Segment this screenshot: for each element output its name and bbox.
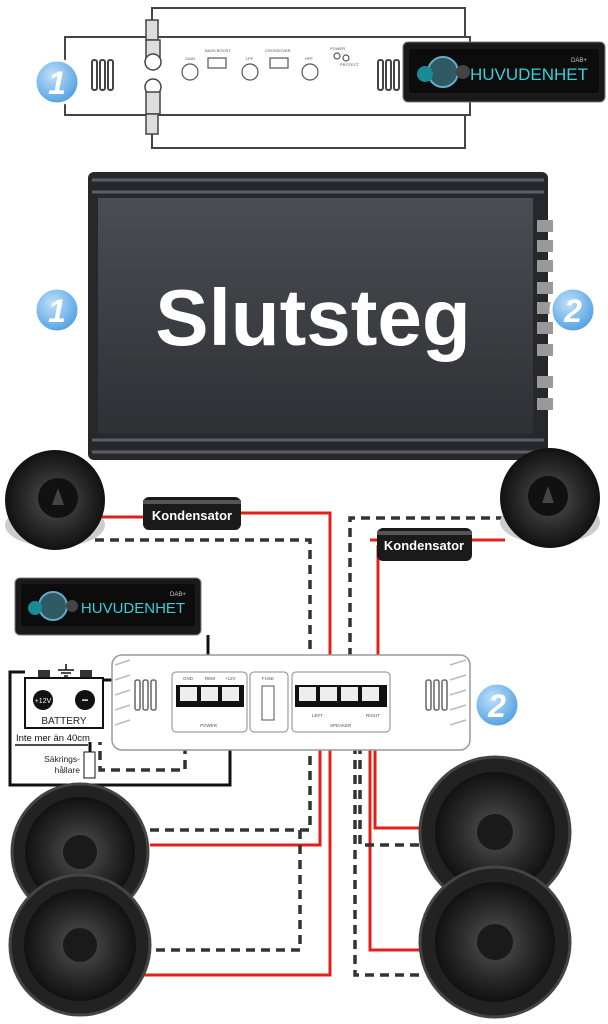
head-unit-top: HUVUDENHET DAB+: [402, 41, 606, 103]
left-label: LEFT: [312, 713, 323, 718]
speaker-rear-left: [8, 873, 152, 1017]
speaker-label: SPEAKER: [330, 723, 352, 728]
amp-wiring-diagram: GND REM +12V POWER FUSE LEFT SPEAKER RIG…: [111, 654, 521, 751]
svg-text:Kondensator: Kondensator: [152, 508, 232, 523]
head-unit-middle: HUVUDENHET DAB+: [14, 577, 202, 636]
svg-text:Kondensator: Kondensator: [384, 538, 464, 553]
badge-2: 2: [549, 286, 597, 334]
badge-2-wiring: 2: [473, 681, 521, 729]
svg-text:HUVUDENHET: HUVUDENHET: [81, 600, 185, 617]
svg-text:DAB+: DAB+: [571, 58, 587, 64]
distance-note: Inte mer än 40cm: [16, 733, 90, 744]
badge-1: 1: [33, 286, 81, 334]
fuse-holder-icon: [83, 751, 96, 779]
battery-positive-label: +12V: [35, 698, 52, 705]
power-label: POWER: [200, 723, 218, 728]
head-unit-display: HUVUDENHET: [470, 65, 588, 84]
gain-label: GAIN: [185, 56, 195, 61]
tweeter-left: [5, 450, 105, 550]
capacitor-left: Kondensator: [143, 497, 241, 530]
protect-led-label: PROTECT: [340, 62, 360, 67]
amplifier-title: Slutsteg: [155, 273, 471, 362]
fuse-label: FUSE: [262, 676, 274, 681]
battery: +12V − BATTERY Inte mer än 40cm Säkrings…: [15, 664, 104, 779]
svg-text:2: 2: [487, 688, 506, 724]
speaker-front-right: [418, 755, 572, 909]
lpf-label: LPF: [246, 56, 254, 61]
fuse-holder-label-1: Säkrings-: [44, 754, 80, 764]
speaker-rear-right: [418, 865, 572, 1019]
battery-negative-label: −: [81, 693, 88, 707]
fuse-holder-label-2: hållare: [54, 765, 80, 775]
amplifier-photo: Slutsteg 1 2: [33, 172, 597, 460]
tweeter-right: [500, 448, 600, 548]
hpf-label: HPF: [305, 56, 314, 61]
svg-text:1: 1: [48, 293, 66, 329]
svg-text:1: 1: [48, 65, 66, 101]
badge-1-top: 1: [33, 58, 81, 106]
rem-label: REM: [205, 676, 215, 681]
svg-text:DAB+: DAB+: [170, 592, 186, 598]
bass-boost-label: BASS BOOST: [205, 48, 231, 53]
fuse: [261, 685, 275, 721]
battery-label: BATTERY: [41, 716, 87, 727]
gnd-label: GND: [183, 676, 194, 681]
capacitor-right: Kondensator: [377, 528, 472, 561]
svg-text:2: 2: [563, 293, 582, 329]
amp-terminals: [537, 220, 553, 410]
rca-connectors: [144, 19, 162, 135]
right-label: RIGHT: [366, 713, 380, 718]
12v-label: +12V: [225, 676, 236, 681]
crossover-label: CROSSOVER: [265, 48, 291, 53]
power-led-label: POWER: [330, 46, 345, 51]
ground-icon: [58, 664, 74, 677]
